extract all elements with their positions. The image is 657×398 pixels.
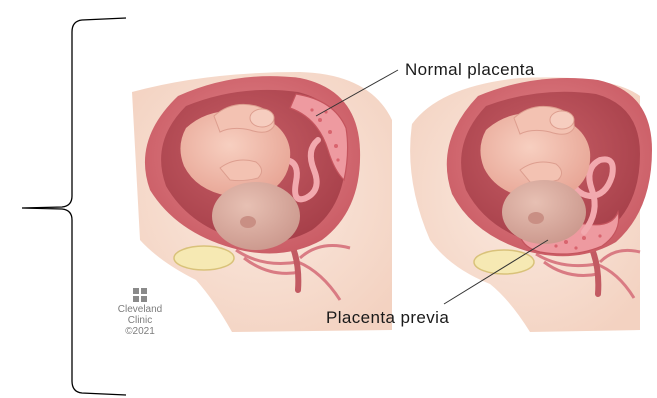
- cleveland-clinic-logo: Cleveland Clinic ©2021: [104, 288, 176, 337]
- pubic-bone-left: [174, 246, 234, 270]
- fetus-foot-left: [250, 109, 274, 127]
- fetus-foot-right: [550, 111, 574, 129]
- fetus-head-right: [502, 180, 586, 244]
- label-placenta-previa: Placenta previa: [326, 308, 449, 328]
- logo-line-cleveland: Cleveland: [104, 304, 176, 315]
- left-brace: [22, 18, 126, 395]
- label-normal-placenta: Normal placenta: [405, 60, 535, 80]
- cleveland-clinic-cross-icon: [133, 288, 147, 302]
- illustration-placenta-previa: [410, 77, 652, 332]
- logo-line-clinic: Clinic: [104, 315, 176, 326]
- fetus-ear-left: [240, 216, 256, 228]
- fetus-ear-right: [528, 212, 544, 224]
- fetus-head-left: [212, 182, 300, 250]
- logo-line-copyright: ©2021: [104, 326, 176, 337]
